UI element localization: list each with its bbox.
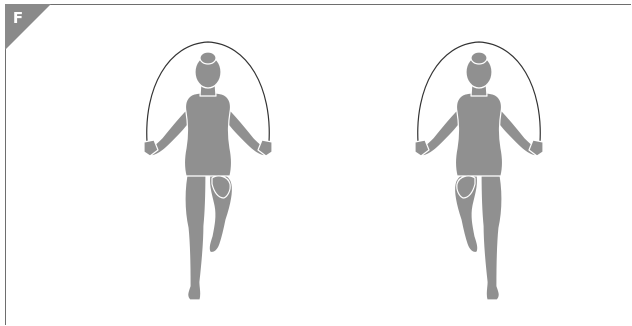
jump-rope-figure-left [138, 38, 278, 304]
panel-label: F [11, 9, 25, 27]
jump-rope-figure-right [409, 38, 549, 304]
